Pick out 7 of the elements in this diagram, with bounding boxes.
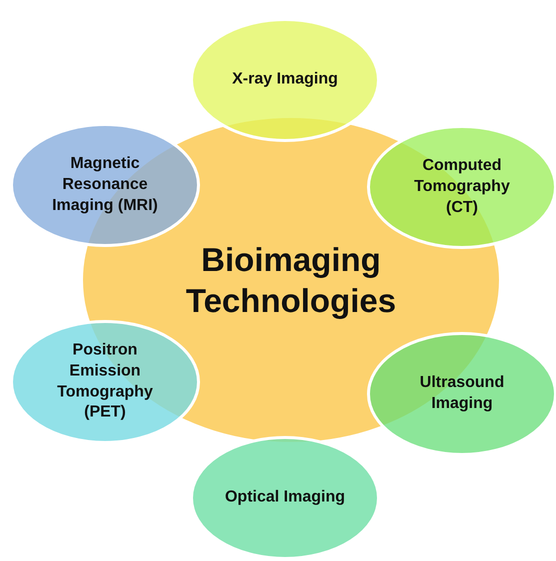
node-label: Optical Imaging: [224, 488, 346, 508]
node-label: Ultrasound Imaging: [418, 373, 506, 414]
node-label: Positron Emission Tomography (PET): [56, 340, 154, 423]
node-label: Magnetic Resonance Imaging (MRI): [51, 154, 159, 216]
title-text: Bioimaging Technologies: [184, 240, 398, 321]
node-label: Computed Tomography (CT): [413, 156, 511, 218]
node-label: X-ray Imaging: [231, 70, 339, 90]
